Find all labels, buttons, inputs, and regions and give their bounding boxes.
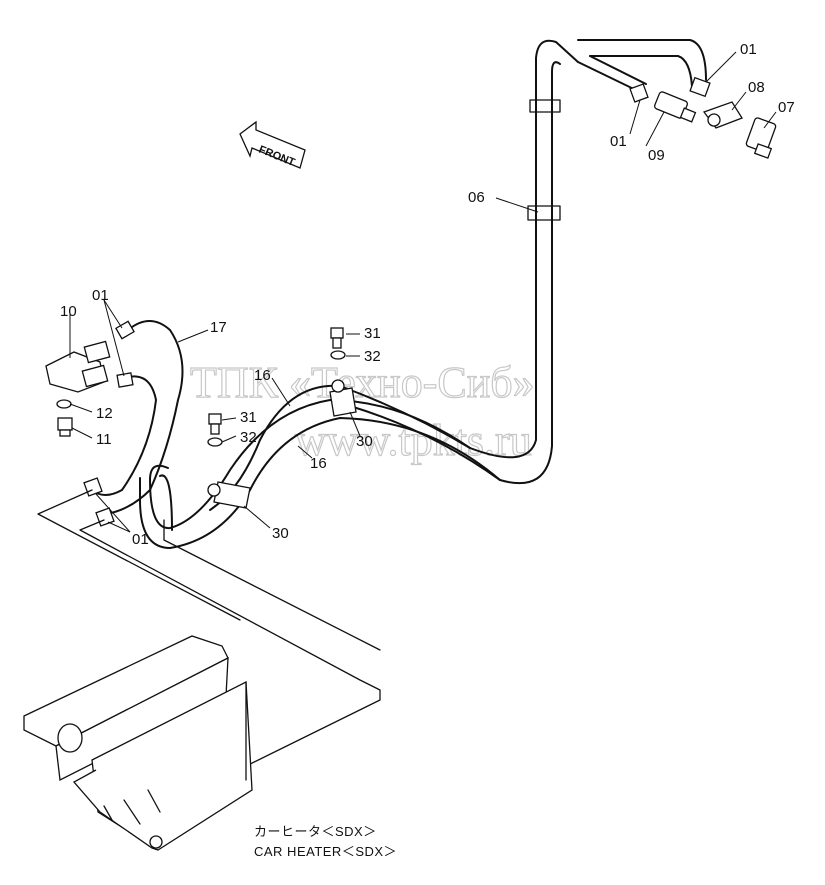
label-01: 01 xyxy=(92,287,109,304)
fitting-01-left-b xyxy=(116,372,134,388)
fitting-07 xyxy=(745,117,777,159)
fitting-01-left-a xyxy=(115,320,135,340)
fitting-09 xyxy=(653,91,697,123)
label-32: 32 xyxy=(240,429,257,446)
clamp-06 xyxy=(527,205,561,221)
label-01: 01 xyxy=(740,41,757,58)
label-12: 12 xyxy=(96,405,113,422)
label-30: 30 xyxy=(272,525,289,542)
valve-10 xyxy=(45,340,111,393)
label-16: 16 xyxy=(254,367,271,384)
bolt-31-upper xyxy=(330,327,344,349)
caption-english: CAR HEATER＜SDX＞ xyxy=(254,844,397,859)
car-heater-unit xyxy=(23,635,253,851)
label-01: 01 xyxy=(610,133,627,150)
hose-vertical-right xyxy=(469,39,707,485)
hose-17 xyxy=(91,320,184,531)
watermark-company: ТПК «Техно-Сиб» xyxy=(190,358,535,407)
label-11: 11 xyxy=(96,431,112,448)
clamp-06-upper xyxy=(529,99,561,113)
label-32: 32 xyxy=(364,348,381,365)
washer-12 xyxy=(56,399,72,409)
washer-32-mid xyxy=(207,437,223,447)
fitting-01-upper xyxy=(629,83,649,103)
label-31: 31 xyxy=(240,409,257,426)
label-07: 07 xyxy=(778,99,795,116)
clamp-30-upper xyxy=(329,379,357,417)
bolt-31-mid xyxy=(208,413,222,435)
fitting-01-right xyxy=(689,76,711,98)
label-09: 09 xyxy=(648,147,665,164)
leader-lines xyxy=(69,51,777,533)
routing-outline xyxy=(37,489,381,771)
hose-16 xyxy=(139,384,501,549)
label-17: 17 xyxy=(210,319,227,336)
watermark-url: www.tpkts.ru xyxy=(295,416,532,465)
label-10: 10 xyxy=(60,303,77,320)
part-labels: 01 08 07 01 09 06 01 10 17 12 11 31 32 1… xyxy=(60,41,795,548)
label-16: 16 xyxy=(310,455,327,472)
fitting-08 xyxy=(702,101,743,129)
label-06: 06 xyxy=(468,189,485,206)
clamp-30-lower xyxy=(207,481,251,509)
front-arrow-icon: FRONT xyxy=(239,120,306,169)
bolt-11 xyxy=(57,417,73,437)
label-31: 31 xyxy=(364,325,381,342)
label-01: 01 xyxy=(132,531,149,548)
label-30: 30 xyxy=(356,433,373,450)
label-08: 08 xyxy=(748,79,765,96)
caption-japanese: カーヒータ＜SDX＞ xyxy=(254,824,377,839)
washer-32-upper xyxy=(330,350,346,360)
